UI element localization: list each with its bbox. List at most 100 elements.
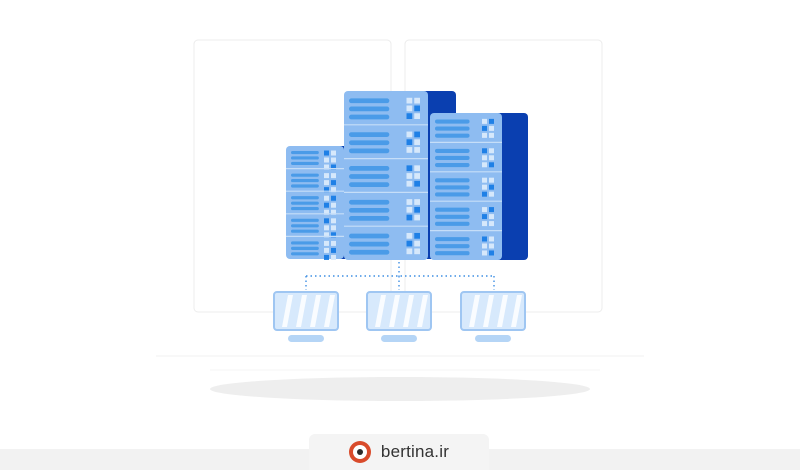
server-rack-icon	[344, 91, 428, 260]
drive-slot	[435, 155, 470, 161]
screen-glare	[375, 295, 386, 327]
status-led	[414, 199, 420, 205]
drive-slot	[291, 201, 319, 205]
status-led	[331, 150, 336, 156]
status-led	[331, 232, 336, 238]
screen-glare	[417, 295, 428, 327]
status-led	[324, 164, 329, 170]
monitor-stand	[475, 335, 511, 342]
status-led	[489, 162, 494, 168]
screen-glare	[296, 295, 307, 327]
drive-slot	[349, 249, 390, 255]
drive-slot	[349, 98, 390, 104]
status-led	[406, 180, 413, 187]
status-led	[489, 118, 494, 124]
status-led	[324, 209, 329, 215]
drive-slot	[435, 221, 470, 226]
screen-glare	[324, 295, 335, 327]
status-led	[331, 240, 336, 246]
drive-slot	[349, 199, 390, 205]
status-led	[406, 206, 413, 213]
status-led	[406, 165, 413, 172]
drive-slot	[349, 241, 390, 247]
drive-slot	[349, 207, 390, 213]
status-led	[331, 195, 336, 201]
status-led	[482, 243, 487, 249]
drive-slot	[291, 207, 319, 211]
drive-slot	[435, 148, 470, 153]
drive-slot	[349, 132, 390, 137]
status-led	[324, 150, 329, 156]
drive-slot	[435, 192, 470, 197]
status-led	[406, 131, 413, 138]
status-led	[482, 221, 487, 227]
drive-slot	[291, 224, 319, 228]
drive-slot	[349, 140, 390, 146]
drive-slot	[349, 148, 390, 154]
status-led	[489, 250, 494, 256]
status-led	[331, 164, 336, 170]
status-led	[489, 207, 494, 213]
status-led	[414, 180, 420, 187]
status-led	[489, 155, 494, 161]
status-led	[406, 214, 413, 221]
client-monitors	[273, 291, 526, 342]
drive-slot	[291, 184, 319, 188]
status-led	[489, 184, 494, 190]
status-led	[482, 177, 487, 183]
monitor-stand	[288, 335, 324, 342]
status-led	[489, 191, 494, 197]
monitor-icon	[366, 291, 432, 342]
status-led	[324, 173, 329, 179]
drive-slot	[349, 216, 390, 221]
drive-slot	[349, 106, 390, 112]
status-led	[489, 132, 494, 138]
drive-slot	[435, 185, 470, 190]
status-led	[482, 155, 487, 161]
drive-slot	[349, 233, 390, 239]
status-led	[489, 236, 494, 242]
status-led	[324, 218, 329, 224]
drive-slot	[291, 241, 319, 245]
status-led	[414, 240, 420, 247]
monitor-icon	[460, 291, 526, 342]
screen-glare	[511, 295, 522, 327]
drive-slot	[435, 207, 470, 212]
status-led	[414, 113, 420, 119]
drive-slot	[291, 218, 319, 222]
drive-slot	[435, 162, 470, 168]
status-led	[489, 148, 494, 154]
status-led	[406, 248, 413, 255]
monitor-stand	[381, 335, 417, 342]
status-led	[482, 207, 487, 213]
status-led	[482, 191, 487, 197]
status-led	[324, 195, 329, 201]
status-led	[489, 221, 494, 227]
status-led	[414, 214, 420, 221]
screen-glare	[403, 295, 414, 327]
status-led	[414, 248, 420, 255]
status-led	[482, 148, 487, 154]
drive-slot	[291, 150, 319, 155]
floor	[156, 355, 644, 401]
status-led	[482, 214, 487, 220]
status-led	[414, 105, 420, 112]
status-led	[331, 180, 336, 186]
status-led	[414, 147, 420, 153]
status-led	[482, 236, 487, 242]
status-led	[331, 209, 336, 215]
status-led	[331, 157, 336, 163]
drive-slot	[291, 178, 319, 183]
status-led	[324, 225, 329, 231]
status-led	[331, 202, 336, 208]
status-led	[331, 254, 336, 260]
status-led	[489, 125, 494, 131]
status-led	[331, 187, 336, 193]
server-rack-icon	[430, 113, 502, 260]
status-led	[331, 225, 336, 231]
brand-badge[interactable]: bertina.ir	[309, 434, 489, 470]
status-led	[406, 147, 413, 153]
screen-glare	[310, 295, 321, 327]
drive-slot	[291, 161, 319, 165]
